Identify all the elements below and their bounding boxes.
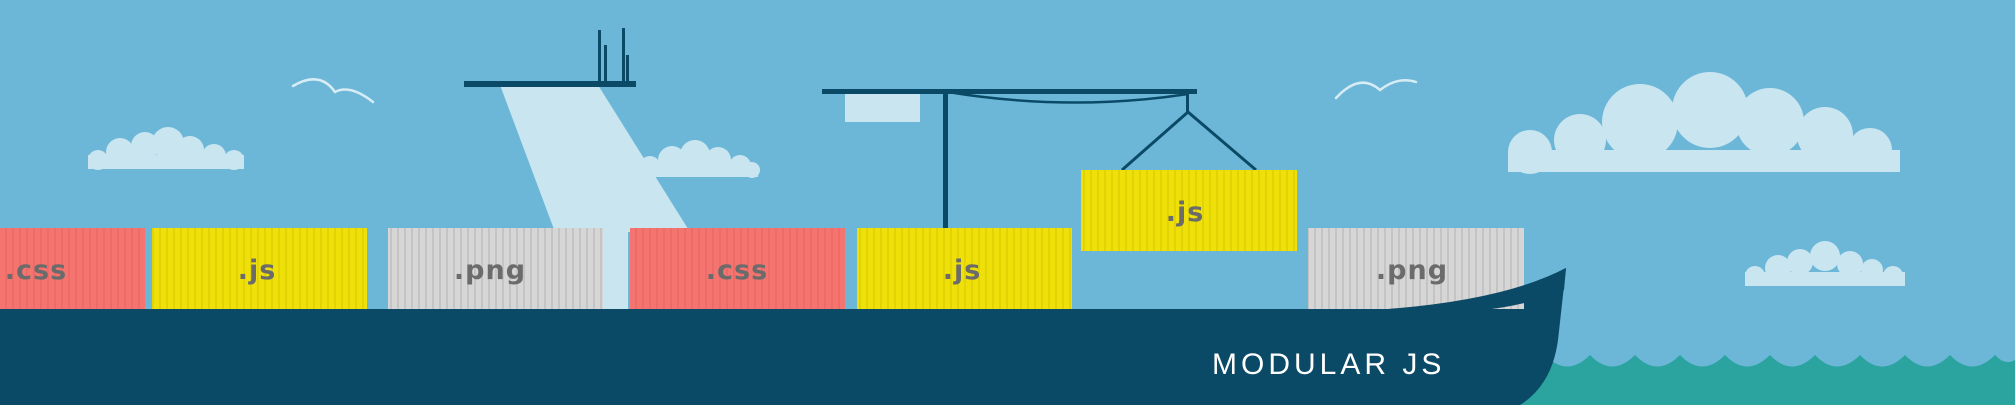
container-label: .js bbox=[1166, 197, 1205, 228]
ship-bow bbox=[1388, 268, 1566, 314]
crane bbox=[822, 89, 1257, 232]
container-label: .css bbox=[706, 255, 768, 286]
sea bbox=[1500, 355, 2015, 405]
container-4: .js bbox=[857, 228, 1072, 309]
container-label: .js bbox=[238, 255, 277, 286]
bridge-tower bbox=[464, 28, 690, 232]
container-label: .png bbox=[1376, 255, 1448, 286]
ship-name: MODULAR JS bbox=[1212, 348, 1445, 381]
cloud-left bbox=[88, 127, 244, 170]
birds bbox=[291, 78, 1418, 104]
container-1: .js bbox=[152, 228, 367, 309]
container-label: .png bbox=[454, 255, 526, 286]
bridge-column bbox=[602, 222, 628, 310]
container-label: .js bbox=[943, 255, 982, 286]
ship-hull bbox=[0, 268, 1566, 405]
container-2: .png bbox=[388, 228, 603, 309]
container-0: .css bbox=[0, 228, 145, 309]
container-label: .css bbox=[5, 255, 67, 286]
cloud-right-large bbox=[1508, 72, 1900, 174]
container-5-hoisted: .js bbox=[1081, 170, 1297, 251]
cloud-right-small bbox=[1745, 241, 1905, 286]
container-3: .css bbox=[630, 228, 845, 309]
cloud-center bbox=[640, 140, 760, 178]
